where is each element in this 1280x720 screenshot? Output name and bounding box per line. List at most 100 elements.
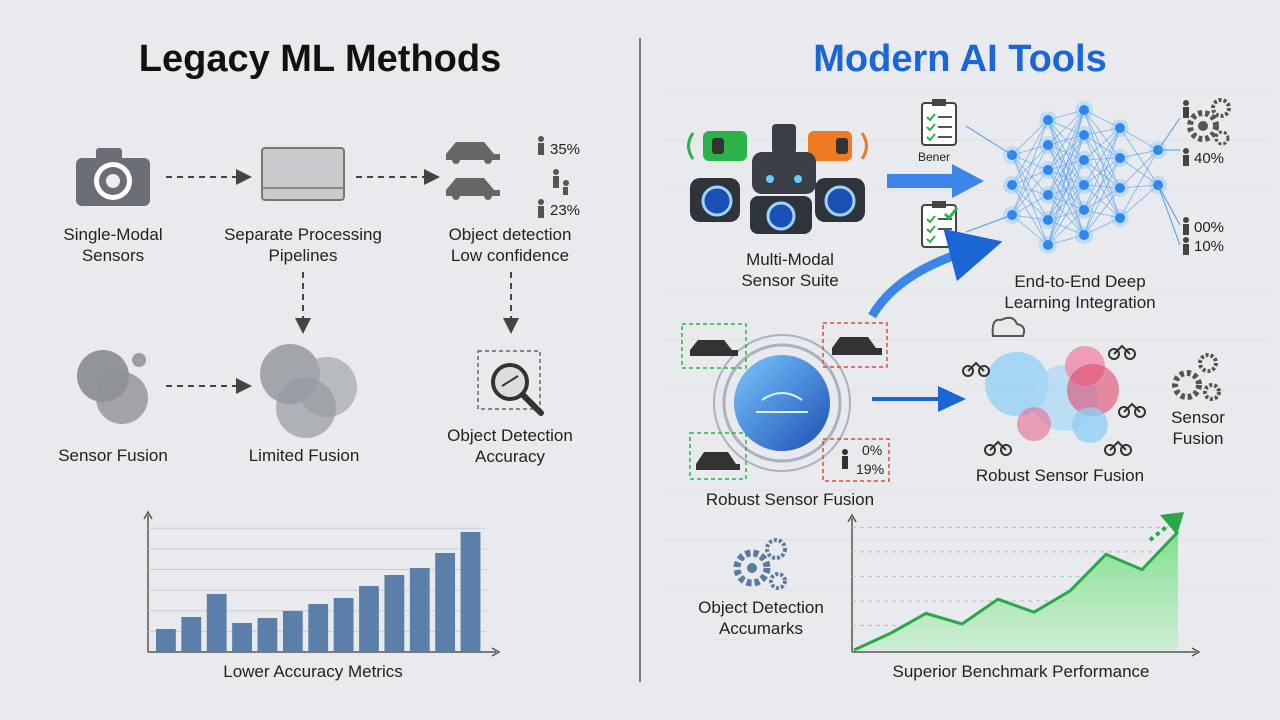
nn-edge: [1083, 127, 1121, 136]
nn-edge: [1011, 119, 1049, 216]
nn-node: [1115, 183, 1125, 193]
robust-fusion-label-2: Robust Sensor Fusion: [975, 466, 1145, 485]
nn-edge: [1047, 109, 1085, 146]
bar: [308, 604, 329, 652]
bar: [156, 629, 176, 652]
pedestrian-icon: [538, 199, 544, 218]
bar: [409, 568, 430, 652]
nn-edge: [1083, 127, 1121, 161]
multi-modal-label: Multi-Modal Sensor Suite: [741, 250, 839, 290]
nn-edge: [1083, 217, 1121, 236]
bar: [206, 594, 227, 652]
detection-box: [689, 432, 747, 480]
bar: [257, 618, 278, 652]
nn-edge: [1083, 157, 1121, 211]
nn-edge: [1083, 159, 1121, 219]
nn-io-edge: [1157, 184, 1181, 226]
multi-modal-sensor-icon: [687, 124, 868, 234]
nn-edge: [1083, 157, 1121, 186]
nn-node: [1115, 213, 1125, 223]
nn-node: [1079, 205, 1089, 215]
nn-node: [1007, 180, 1017, 190]
bar: [333, 598, 354, 652]
nn-edge: [1083, 109, 1121, 219]
nn-edge: [1119, 149, 1159, 159]
nn-node: [1043, 140, 1053, 150]
pedestrian-icon: [538, 136, 544, 155]
nn-edge: [1083, 127, 1121, 236]
stat-label: 0%: [862, 442, 882, 458]
modern-chart-xlabel: Superior Benchmark Performance: [892, 662, 1150, 681]
nn-edge: [1083, 159, 1121, 189]
nn-edge: [1083, 187, 1121, 211]
nn-edge: [1047, 109, 1085, 246]
nn-edge: [1011, 119, 1049, 186]
stat-label: 35%: [550, 141, 580, 158]
bar: [181, 617, 202, 652]
nn-edge: [1011, 169, 1049, 186]
sensor-fusion-label: Sensor Fusion: [58, 446, 168, 465]
stat-label: 23%: [550, 202, 580, 219]
nn-node: [1079, 180, 1089, 190]
stat-label: 00%: [1194, 219, 1224, 236]
nn-edge: [1011, 184, 1049, 246]
nn-edge: [1083, 209, 1121, 219]
nn-node: [1079, 105, 1089, 115]
bar: [384, 575, 405, 652]
limited-fusion-icon: [260, 344, 357, 438]
legacy-title: Legacy ML Methods: [138, 38, 502, 80]
bar: [435, 553, 456, 652]
detection-box: [822, 322, 888, 368]
processing-box-icon: [261, 147, 345, 201]
nn-edge: [1011, 194, 1049, 216]
checklist-icon: [921, 201, 959, 248]
robust-fusion-label: Robust Sensor Fusion: [705, 490, 875, 509]
modern-title: Modern AI Tools: [813, 38, 1107, 80]
better-label: Bener: [918, 150, 950, 164]
arrow-fusion-to-network: [868, 228, 1003, 319]
bar: [460, 532, 481, 652]
modern-chart-axes: [847, 513, 1201, 657]
neural-network-icon: [965, 101, 1181, 254]
nn-edge: [1011, 154, 1049, 246]
nn-edge: [1083, 134, 1121, 189]
arrow-sensor-to-network: [887, 164, 984, 198]
robust-fusion-bubbles-icon: [985, 316, 1119, 443]
nn-edge: [1119, 149, 1159, 219]
sensor-fusion-icon: [77, 350, 148, 424]
object-detection-accuracy-label: Object Detection Accuracy: [447, 426, 573, 466]
nn-edge: [1047, 109, 1085, 121]
nn-edge: [1083, 157, 1121, 236]
stat-label: 10%: [1194, 238, 1224, 255]
nn-edge: [1011, 154, 1049, 221]
nn-edge: [1047, 209, 1085, 246]
bar: [359, 586, 379, 652]
nn-edge: [1083, 127, 1121, 186]
nn-edge: [1083, 134, 1121, 159]
nn-edge: [1011, 144, 1049, 186]
nn-edge: [1047, 109, 1085, 171]
nn-edge: [1083, 184, 1121, 189]
arrow-globe-to-fusion: [872, 386, 966, 412]
object-detection-benchmarks-label: Object Detection Accumarks: [698, 598, 824, 638]
nn-node: [1079, 155, 1089, 165]
nn-edge: [1011, 154, 1049, 196]
nn-node: [1043, 165, 1053, 175]
stat-label: 40%: [1194, 150, 1224, 167]
nn-edge: [1083, 109, 1121, 189]
nn-edge: [1011, 144, 1049, 156]
nn-edge: [1047, 134, 1085, 246]
nn-edge: [1119, 184, 1159, 189]
car-icon: [446, 142, 500, 164]
separate-pipelines-label: Separate Processing Pipelines: [224, 225, 382, 265]
nn-node: [1079, 130, 1089, 140]
bar: [232, 623, 252, 652]
area-fill: [854, 531, 1178, 650]
trend-arrow-icon: [1148, 512, 1184, 542]
nn-io-edge: [1157, 117, 1181, 151]
nn-edge: [1047, 109, 1085, 196]
legacy-accuracy-chart: [156, 532, 481, 652]
nn-node: [1115, 153, 1125, 163]
sensor-fusion-side-label: Sensor Fusion: [1171, 408, 1225, 448]
gear-icon: [1187, 98, 1231, 146]
